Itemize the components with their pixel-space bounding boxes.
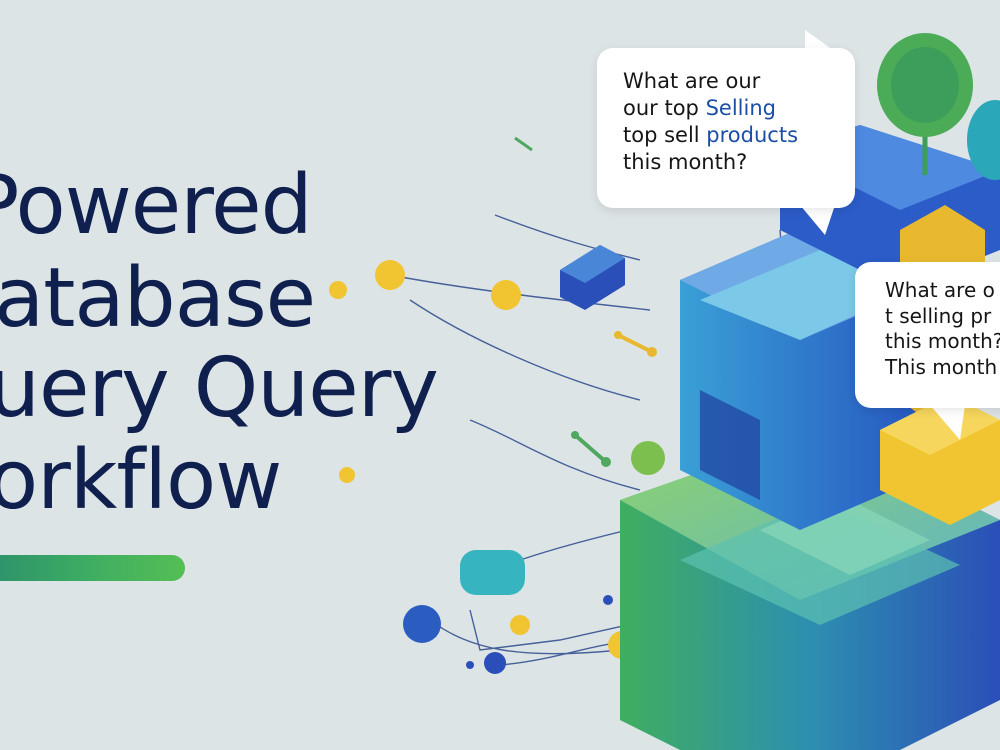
bubble-text-line: top sell products — [623, 122, 855, 149]
bubble-text-line: What are our — [623, 69, 761, 93]
dot-yellow — [339, 467, 355, 483]
headline-line-4: orkflow — [0, 433, 282, 528]
speech-bubble-query: What are our our top Selling top sell pr… — [597, 48, 855, 208]
antenna-green — [877, 33, 1000, 180]
headline-line-2: atabase — [0, 251, 316, 346]
headline-line-3: uery Query — [0, 341, 439, 436]
bubble-text-line: our top Selling — [623, 95, 855, 122]
floating-block-blue — [560, 245, 625, 310]
accent-bar — [0, 555, 185, 581]
dot-blue — [403, 605, 441, 643]
bubble-tail — [800, 205, 835, 235]
floating-block-teal — [460, 550, 525, 595]
bubble-text-line: t selling pr — [885, 303, 992, 328]
bubble-text-line: this month? — [885, 329, 1000, 354]
bubble-tail — [930, 405, 965, 440]
dot-yellow — [510, 615, 530, 635]
bubble-text-line: What are o — [885, 278, 995, 302]
speech-bubble-query-secondary: What are o t selling pr this month? This… — [855, 262, 1000, 408]
dot-green — [631, 441, 665, 475]
bubble-text-highlight: Selling — [705, 95, 776, 120]
bubble-text-line: This month — [885, 354, 998, 379]
dot-yellow — [491, 280, 521, 310]
dot-blue — [484, 652, 506, 674]
bubble-text-plain: our top — [623, 95, 706, 120]
bubble-text-highlight: products — [706, 122, 799, 147]
headline-line-1: Powered — [0, 158, 313, 253]
dot-yellow — [329, 281, 347, 299]
dot-yellow — [375, 260, 405, 290]
bubble-text-plain: top sell — [623, 122, 707, 147]
bubble-text-line: this month? — [623, 149, 748, 174]
